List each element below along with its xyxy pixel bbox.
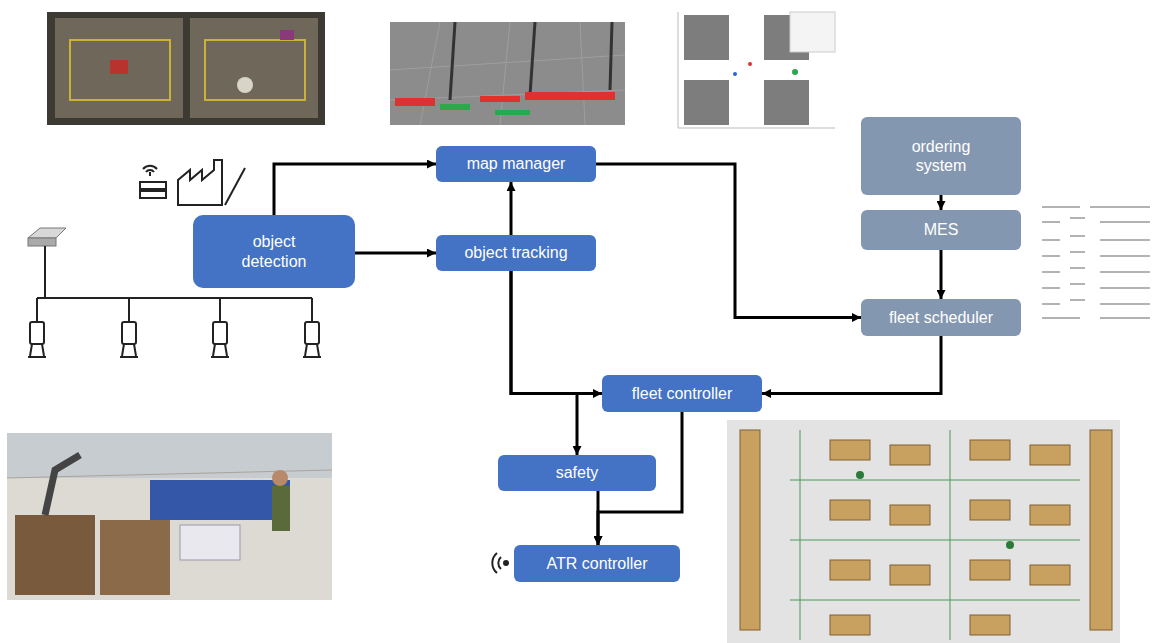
flow-arrow — [597, 491, 600, 545]
wireless-symbol — [492, 553, 508, 573]
warehouse-scene — [727, 420, 1120, 643]
flow-arrow — [355, 252, 436, 255]
process-box: object tracking — [436, 235, 596, 271]
grid-plot — [668, 8, 840, 140]
flow-arrow — [274, 164, 436, 215]
process-box: map manager — [436, 146, 596, 182]
process-box: fleet controller — [602, 375, 762, 412]
box-label: object tracking — [458, 239, 573, 266]
process-box: ordering system — [861, 117, 1021, 195]
flow-arrow — [940, 195, 943, 210]
process-box: ATR controller — [514, 545, 680, 582]
process-box: fleet scheduler — [861, 299, 1021, 336]
flow-arrow — [510, 182, 513, 235]
equation-block — [1042, 207, 1150, 318]
camera-image — [47, 12, 325, 125]
box-label: fleet controller — [626, 380, 739, 407]
box-label: ATR controller — [540, 550, 653, 577]
box-label: map manager — [461, 150, 572, 177]
flow-arrow — [511, 271, 577, 455]
flow-arrow — [511, 271, 602, 394]
flow-arrow — [940, 250, 943, 299]
box-label: safety — [550, 459, 605, 486]
process-box: safety — [498, 455, 656, 491]
box-label: ordering system — [885, 133, 997, 179]
flow-arrow — [762, 336, 941, 394]
map-3d-image — [390, 22, 625, 125]
process-box: MES — [861, 210, 1021, 250]
box-label: object detection — [213, 228, 335, 274]
box-label: fleet scheduler — [883, 304, 999, 331]
process-box: object detection — [193, 215, 355, 288]
factory-scene — [7, 433, 332, 600]
box-label: MES — [918, 216, 965, 243]
server-factory-icons — [140, 160, 245, 205]
flow-arrow — [596, 164, 861, 318]
